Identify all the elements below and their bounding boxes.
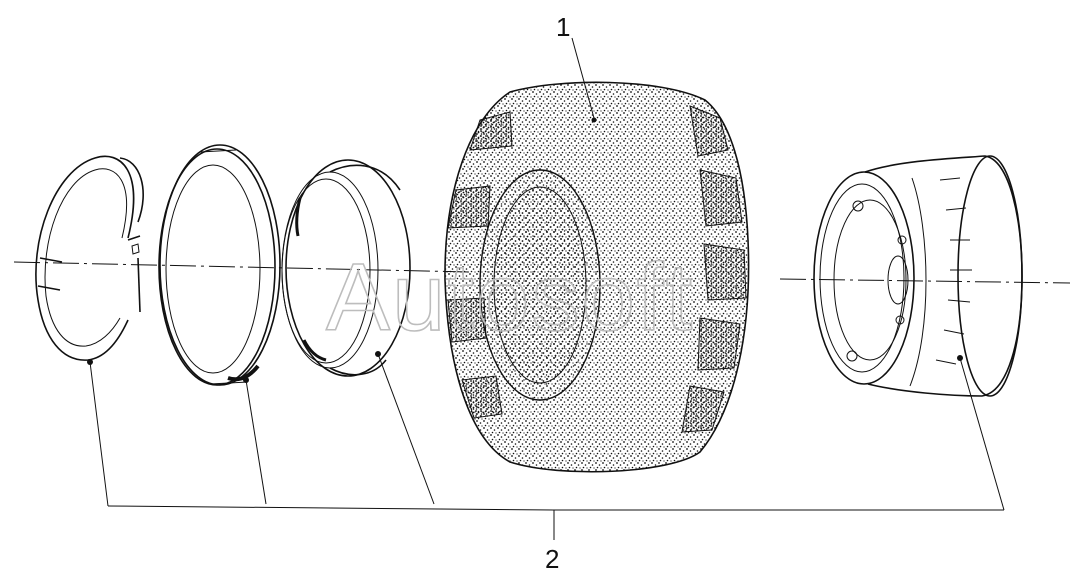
leader-lines xyxy=(87,37,1005,540)
tire xyxy=(444,81,750,473)
side-ring xyxy=(158,144,281,386)
split-lock-ring xyxy=(35,155,144,361)
callout-label-1: 1 xyxy=(556,12,570,42)
watermark: Autosoft xyxy=(326,244,694,351)
bead-seat-band xyxy=(281,159,411,377)
wheel-rim xyxy=(813,155,1023,397)
callout-label-2: 2 xyxy=(545,544,559,574)
